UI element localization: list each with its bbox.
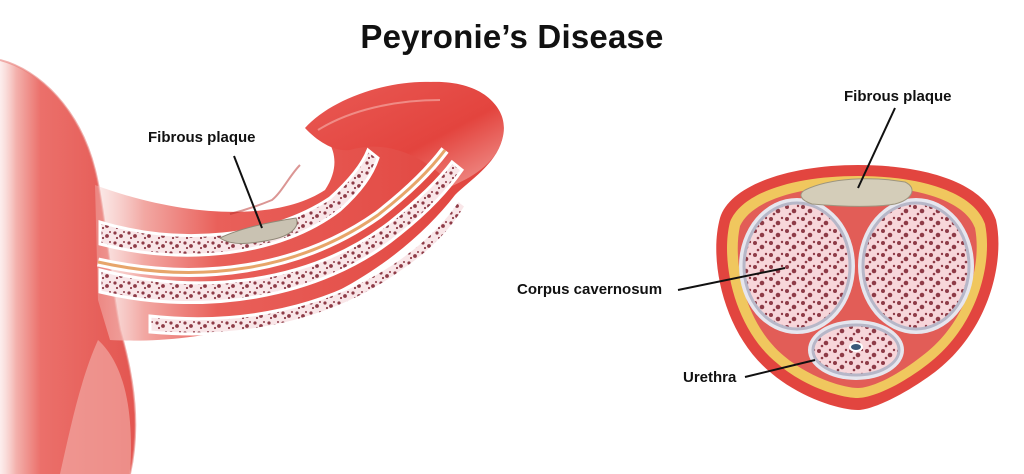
urethra-label: Urethra [683, 369, 737, 386]
side-fibrous-plaque-label: Fibrous plaque [148, 129, 256, 146]
cross-section-illustration-icon [677, 107, 999, 410]
page-title: Peyronie’s Disease [360, 18, 664, 55]
side-view-illustration-icon [0, 59, 504, 474]
cross-fibrous-plaque-label: Fibrous plaque [844, 88, 952, 105]
corpus-cavernosum-label: Corpus cavernosum [517, 281, 663, 298]
